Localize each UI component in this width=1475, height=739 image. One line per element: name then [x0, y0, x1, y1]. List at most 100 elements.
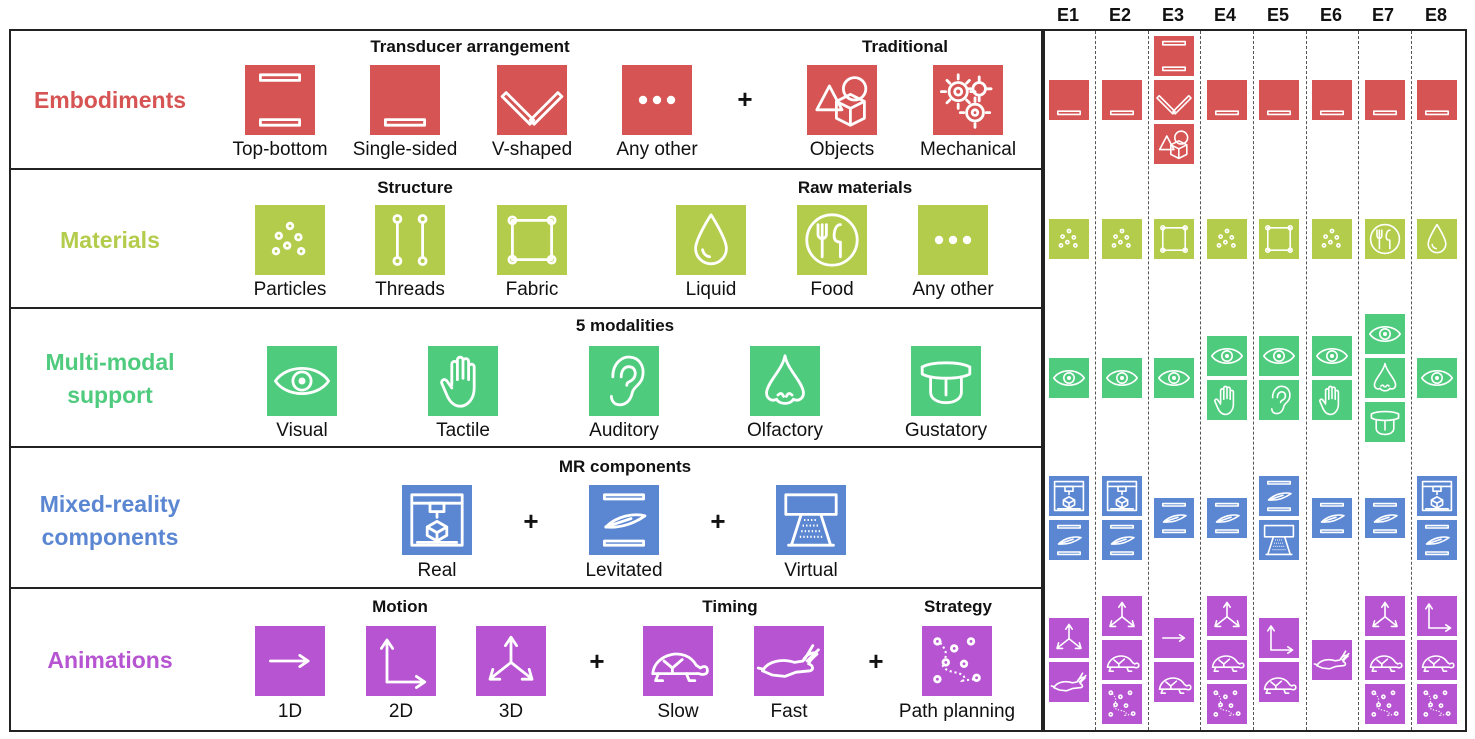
- label-any-other-embodiment: Any other: [616, 139, 698, 160]
- matrix-tile-feather-icon: [1312, 498, 1352, 538]
- label-real: Real: [417, 560, 457, 581]
- tile-food: [797, 205, 867, 275]
- matrix-tile-eye-icon: [1364, 314, 1405, 354]
- matrix-tile-arrow3d-icon: [1101, 596, 1142, 636]
- matrix-tile-single-sided-icon: [1101, 80, 1142, 120]
- experiment-header-e3: E3: [1161, 5, 1185, 25]
- tile-auditory: [589, 346, 659, 416]
- matrix-tile-fabric-icon: [1154, 219, 1195, 259]
- matrix-tile-feather-icon: [1259, 476, 1300, 516]
- label-mechanical: Mechanical: [919, 139, 1017, 160]
- label-threads: Threads: [375, 279, 445, 300]
- subheader-motion: Motion: [372, 597, 428, 616]
- column-separator: [1095, 31, 1096, 730]
- label-single-sided: Single-sided: [352, 139, 458, 160]
- matrix-tile-printer-icon: [1101, 476, 1142, 516]
- column-separator: [1358, 31, 1359, 730]
- experiment-header-e6: E6: [1319, 5, 1343, 25]
- experiment-header-e4: E4: [1213, 5, 1237, 25]
- matrix-tile-feather-icon: [1364, 498, 1405, 538]
- label-visual: Visual: [276, 420, 328, 441]
- matrix-tile-path-icon: [1101, 684, 1142, 724]
- plus-sign: +: [710, 506, 726, 536]
- label-3d: 3D: [498, 701, 524, 722]
- matrix-tile-arrow2d-icon: [1259, 618, 1300, 658]
- matrix-tile-single-sided-icon: [1259, 80, 1300, 120]
- column-separator: [1411, 31, 1412, 730]
- label-objects: Objects: [809, 139, 875, 160]
- matrix-tile-arrow3d-icon: [1206, 596, 1247, 636]
- tile-2d: [366, 626, 436, 696]
- label-fast: Fast: [770, 701, 808, 722]
- tile-levitated: [589, 485, 659, 555]
- matrix-tile-arrow1d-icon: [1154, 618, 1195, 658]
- label-auditory: Auditory: [589, 420, 659, 441]
- tile-path-planning: [922, 626, 992, 696]
- matrix-tile-eye-icon: [1312, 336, 1352, 376]
- tile-3d: [476, 626, 546, 696]
- matrix-tile-hand-icon: [1206, 380, 1247, 420]
- matrix-tile-particles-icon: [1312, 219, 1352, 259]
- matrix-tile-tongue-icon: [1364, 402, 1405, 442]
- matrix-tile-particles-icon: [1101, 219, 1142, 259]
- matrix-tile-eye-icon: [1154, 358, 1195, 398]
- matrix-tile-eye-icon: [1101, 358, 1142, 398]
- matrix-tile-arrow3d-icon: [1049, 618, 1089, 658]
- plus-sign: +: [589, 646, 605, 676]
- column-separator: [1306, 31, 1307, 730]
- matrix-tile-turtle-icon: [1417, 640, 1458, 680]
- matrix-tile-fabric-icon: [1259, 219, 1300, 259]
- matrix-tile-nose-icon: [1364, 358, 1405, 398]
- experiment-header-e1: E1: [1056, 5, 1080, 25]
- category-title-animations: Animations: [47, 647, 173, 673]
- matrix-tile-liquid-icon: [1417, 219, 1458, 259]
- category-title-materials: Materials: [60, 227, 160, 253]
- label-gustatory: Gustatory: [904, 420, 988, 441]
- tile-fast: [754, 626, 824, 696]
- matrix-tile-particles-icon: [1049, 219, 1089, 259]
- matrix-tile-arrow3d-icon: [1364, 596, 1405, 636]
- experiment-header-e2: E2: [1108, 5, 1132, 25]
- matrix-tile-single-sided-icon: [1206, 80, 1247, 120]
- matrix-tile-rabbit-icon: [1312, 640, 1352, 680]
- row-panel-mr: [9, 446, 1043, 589]
- column-separator: [1253, 31, 1254, 730]
- matrix-tile-feather-icon: [1417, 520, 1458, 560]
- subheader-timing: Timing: [702, 597, 758, 616]
- matrix-tile-particles-icon: [1206, 219, 1247, 259]
- matrix-tile-turtle-icon: [1206, 640, 1247, 680]
- matrix-tile-objects-icon: [1154, 124, 1195, 164]
- matrix-tile-feather-icon: [1154, 498, 1195, 538]
- subheader-transducer-arrangement: Transducer arrangement: [370, 37, 570, 56]
- matrix-tile-eye-icon: [1417, 358, 1458, 398]
- label-slow: Slow: [657, 701, 699, 722]
- label-liquid: Liquid: [685, 279, 737, 300]
- tile-visual: [267, 346, 337, 416]
- label-1d: 1D: [277, 701, 303, 722]
- tile-any-other-material: [918, 205, 988, 275]
- matrix-tile-feather-icon: [1049, 520, 1089, 560]
- column-separator: [1200, 31, 1201, 730]
- matrix-tile-turtle-icon: [1101, 640, 1142, 680]
- matrix-tile-food-icon: [1364, 219, 1405, 259]
- tile-v-shaped: [497, 65, 567, 135]
- matrix-tile-top-bottom-icon: [1154, 36, 1195, 76]
- label-any-other-material: Any other: [912, 279, 994, 300]
- matrix-tile-path-icon: [1206, 684, 1247, 724]
- label-food: Food: [810, 279, 854, 300]
- label-particles: Particles: [253, 279, 327, 300]
- subheader-mr-components: MR components: [558, 457, 692, 476]
- matrix-tile-ear-icon: [1259, 380, 1300, 420]
- tile-objects: [807, 65, 877, 135]
- subheader-strategy: Strategy: [923, 597, 993, 616]
- experiment-header-e8: E8: [1424, 5, 1448, 25]
- tile-gustatory: [911, 346, 981, 416]
- category-title-modalities: Multi-modal support: [45, 349, 175, 408]
- matrix-tile-feather-icon: [1206, 498, 1247, 538]
- tile-single-sided: [370, 65, 440, 135]
- matrix-tile-turtle-icon: [1154, 662, 1195, 702]
- matrix-tile-path-icon: [1364, 684, 1405, 724]
- category-title-mr: Mixed-reality components: [39, 491, 181, 550]
- tile-virtual: [776, 485, 846, 555]
- experiment-header-e7: E7: [1371, 5, 1395, 25]
